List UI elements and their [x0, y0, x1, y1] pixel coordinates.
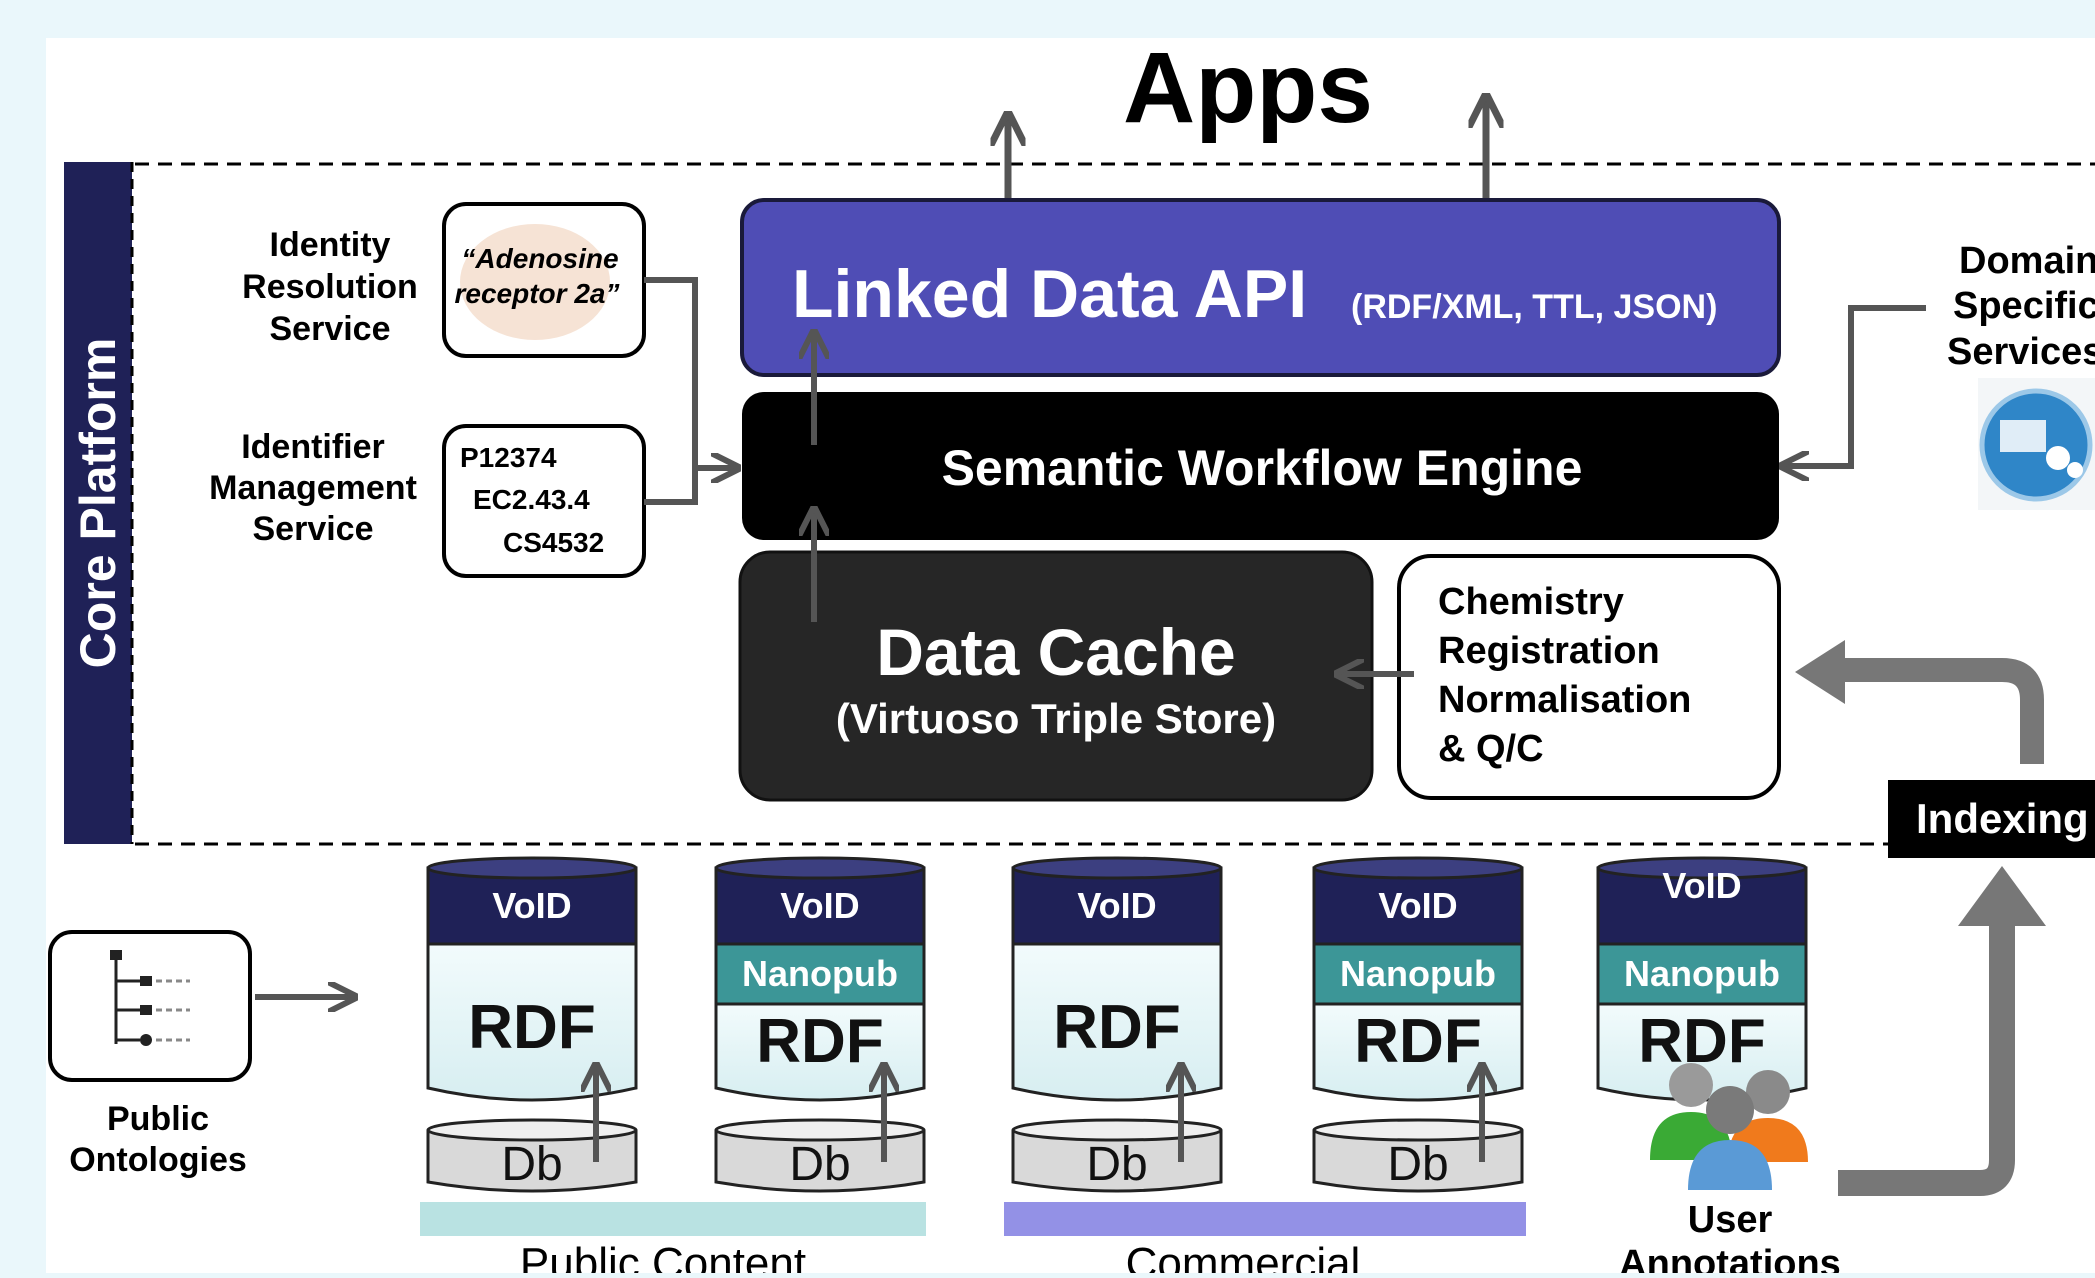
svg-text:Registration: Registration [1438, 630, 1660, 672]
svg-text:EC2.43.4: EC2.43.4 [473, 484, 590, 515]
svg-text:“Adenosine: “Adenosine [461, 243, 618, 274]
nanopub-label: Nanopub [1624, 953, 1780, 994]
public-ontologies-label: Public [107, 1100, 209, 1138]
data-source-stack: Nanopub VoID RDF Db [1312, 856, 1524, 1193]
svg-text:Resolution: Resolution [242, 268, 418, 306]
void-label: VoID [780, 885, 859, 926]
svg-text:Ontologies: Ontologies [69, 1141, 247, 1179]
void-label: VoID [1077, 885, 1156, 926]
user-annotations-label: User [1688, 1199, 1773, 1241]
rdf-label: RDF [756, 1007, 883, 1076]
svg-text:Identifier: Identifier [241, 428, 385, 466]
adenosine-example-box: “Adenosine receptor 2a” [442, 202, 646, 358]
svg-text:Service: Service [270, 310, 391, 348]
domain-specific-services: Domain Specific Services [1947, 240, 2095, 510]
chemistry-registration-box: Chemistry Registration Normalisation & Q… [1397, 554, 1781, 800]
svg-text:Services: Services [1947, 331, 2095, 373]
svg-text:Management: Management [209, 469, 417, 507]
public-ontologies-icon [48, 930, 252, 1082]
identifier-management-service: Identifier Management Service [209, 428, 417, 548]
data-cache-subtitle: (Virtuoso Triple Store) [836, 695, 1276, 742]
linked-data-api-title: Linked Data API [792, 256, 1307, 332]
commercial-label: Commercial [1126, 1239, 1361, 1273]
void-label: VoID [1378, 885, 1457, 926]
commercial-bar [1004, 1202, 1526, 1236]
rdf-label: RDF [468, 993, 595, 1062]
identifier-ids-box: P12374 EC2.43.4 CS4532 [442, 424, 646, 578]
svg-text:Domain: Domain [1959, 240, 2095, 282]
svg-text:Semantic Workflow Engine: Semantic Workflow Engine [942, 440, 1583, 496]
svg-text:Indexing: Indexing [1916, 795, 2089, 842]
linked-data-api-formats: (RDF/XML, TTL, JSON) [1351, 288, 1717, 326]
data-source-stack: Nanopub VoID RDF Db [714, 856, 926, 1193]
svg-text:Normalisation: Normalisation [1438, 679, 1691, 721]
core-platform-label: Core Platform [70, 338, 126, 669]
public-content-bar [420, 1202, 926, 1236]
svg-text:Service: Service [253, 510, 374, 548]
data-source-stack: Nanopub VoID RDF [1596, 856, 1808, 1102]
nanopub-label: Nanopub [1340, 953, 1496, 994]
identity-resolution-service: Identity Resolution Service [242, 226, 418, 348]
db-label: Db [789, 1138, 850, 1191]
linked-data-api-box: Linked Data API (RDF/XML, TTL, JSON) [740, 198, 1781, 377]
void-label: VoID [492, 885, 571, 926]
rdf-label: RDF [1638, 1007, 1765, 1076]
svg-text:Specific: Specific [1953, 285, 2095, 327]
public-content-label: Public Content [520, 1239, 806, 1273]
svg-text:CS4532: CS4532 [503, 527, 604, 558]
rdf-label: RDF [1053, 993, 1180, 1062]
svg-text:Annotations: Annotations [1619, 1243, 1841, 1273]
svg-text:Chemistry: Chemistry [1438, 581, 1624, 623]
semantic-workflow-engine-box: Semantic Workflow Engine [742, 392, 1779, 540]
db-label: Db [1086, 1138, 1147, 1191]
service-gear-icon [1978, 378, 2095, 510]
nanopub-label: Nanopub [742, 953, 898, 994]
apps-title: Apps [1123, 32, 1373, 144]
data-cache-box: Data Cache (Virtuoso Triple Store) [738, 550, 1374, 802]
svg-text:P12374: P12374 [460, 442, 557, 473]
svg-text:Identity: Identity [270, 226, 391, 264]
indexing-label: Indexing [1888, 780, 2095, 858]
svg-text:receptor 2a”: receptor 2a” [455, 278, 620, 309]
db-label: Db [1387, 1138, 1448, 1191]
data-cache-title: Data Cache [876, 615, 1236, 689]
rdf-label: RDF [1354, 1007, 1481, 1076]
data-source-stack: VoID RDF Db [1011, 856, 1223, 1193]
db-label: Db [501, 1138, 562, 1191]
void-label: VoID [1662, 865, 1741, 906]
svg-text:& Q/C: & Q/C [1438, 728, 1544, 770]
core-platform-bar: Core Platform [64, 162, 134, 844]
user-annotations-icon [1650, 1063, 1808, 1190]
data-source-stack: VoID RDF Db [426, 856, 638, 1193]
